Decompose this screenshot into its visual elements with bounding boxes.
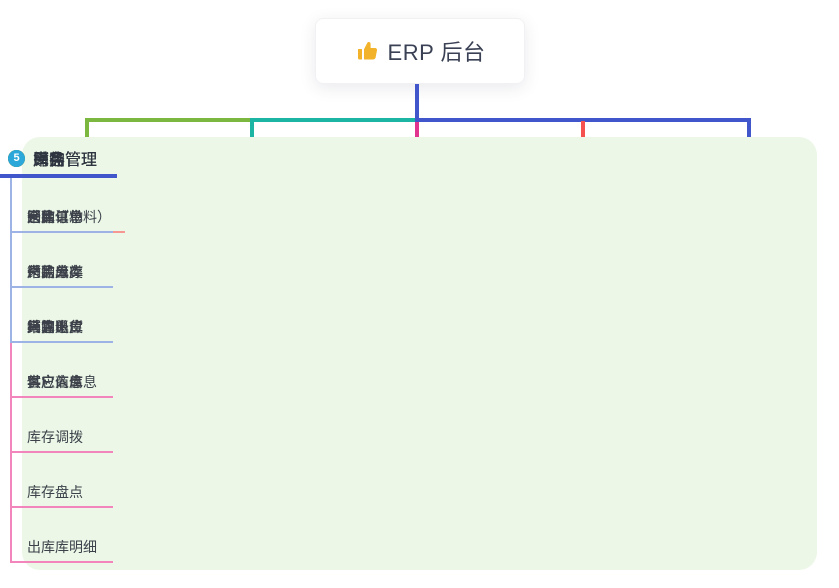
connector-bus-mid	[250, 118, 419, 122]
child-node[interactable]: 回款单	[10, 178, 113, 233]
thumbs-up-icon	[357, 42, 377, 60]
child-node[interactable]: 库存调拨	[10, 398, 113, 453]
child-node[interactable]: 其它入库	[10, 343, 113, 398]
child-node[interactable]: 结算账户	[10, 288, 113, 343]
branch-title-label: 财务管理	[33, 152, 98, 169]
branch-title-label: 产品管理	[33, 152, 98, 169]
connector-bus-right	[417, 118, 751, 122]
mindmap-panel	[22, 137, 817, 570]
child-node[interactable]: 库存盘点	[10, 453, 113, 508]
branch-column-5: 5 财务管理回款单付款单结算账户	[0, 144, 117, 343]
children-connector-line	[10, 178, 12, 343]
child-node[interactable]: 出库库明细	[10, 508, 113, 563]
root-node[interactable]: ERP 后台	[315, 18, 525, 84]
root-title: ERP 后台	[387, 40, 486, 65]
connector-drop-2	[250, 121, 254, 144]
branch-index-badge: 5	[8, 149, 25, 167]
connector-drop-1	[85, 121, 89, 144]
connector-drop-4	[581, 121, 585, 141]
branch-node-5[interactable]: 5 财务管理	[0, 144, 117, 178]
child-node[interactable]: 付款单	[10, 233, 113, 288]
connector-drop-3	[415, 121, 419, 147]
branch-title-label: 库存管理	[33, 152, 98, 169]
connector-root-line	[415, 84, 419, 122]
branch-title-label: 销售管理	[33, 152, 98, 169]
branch-children: 回款单付款单结算账户	[0, 178, 117, 343]
branch-title-label: 采购管理	[33, 152, 98, 169]
connector-drop-5	[747, 121, 751, 144]
children-connector-line	[10, 178, 12, 563]
